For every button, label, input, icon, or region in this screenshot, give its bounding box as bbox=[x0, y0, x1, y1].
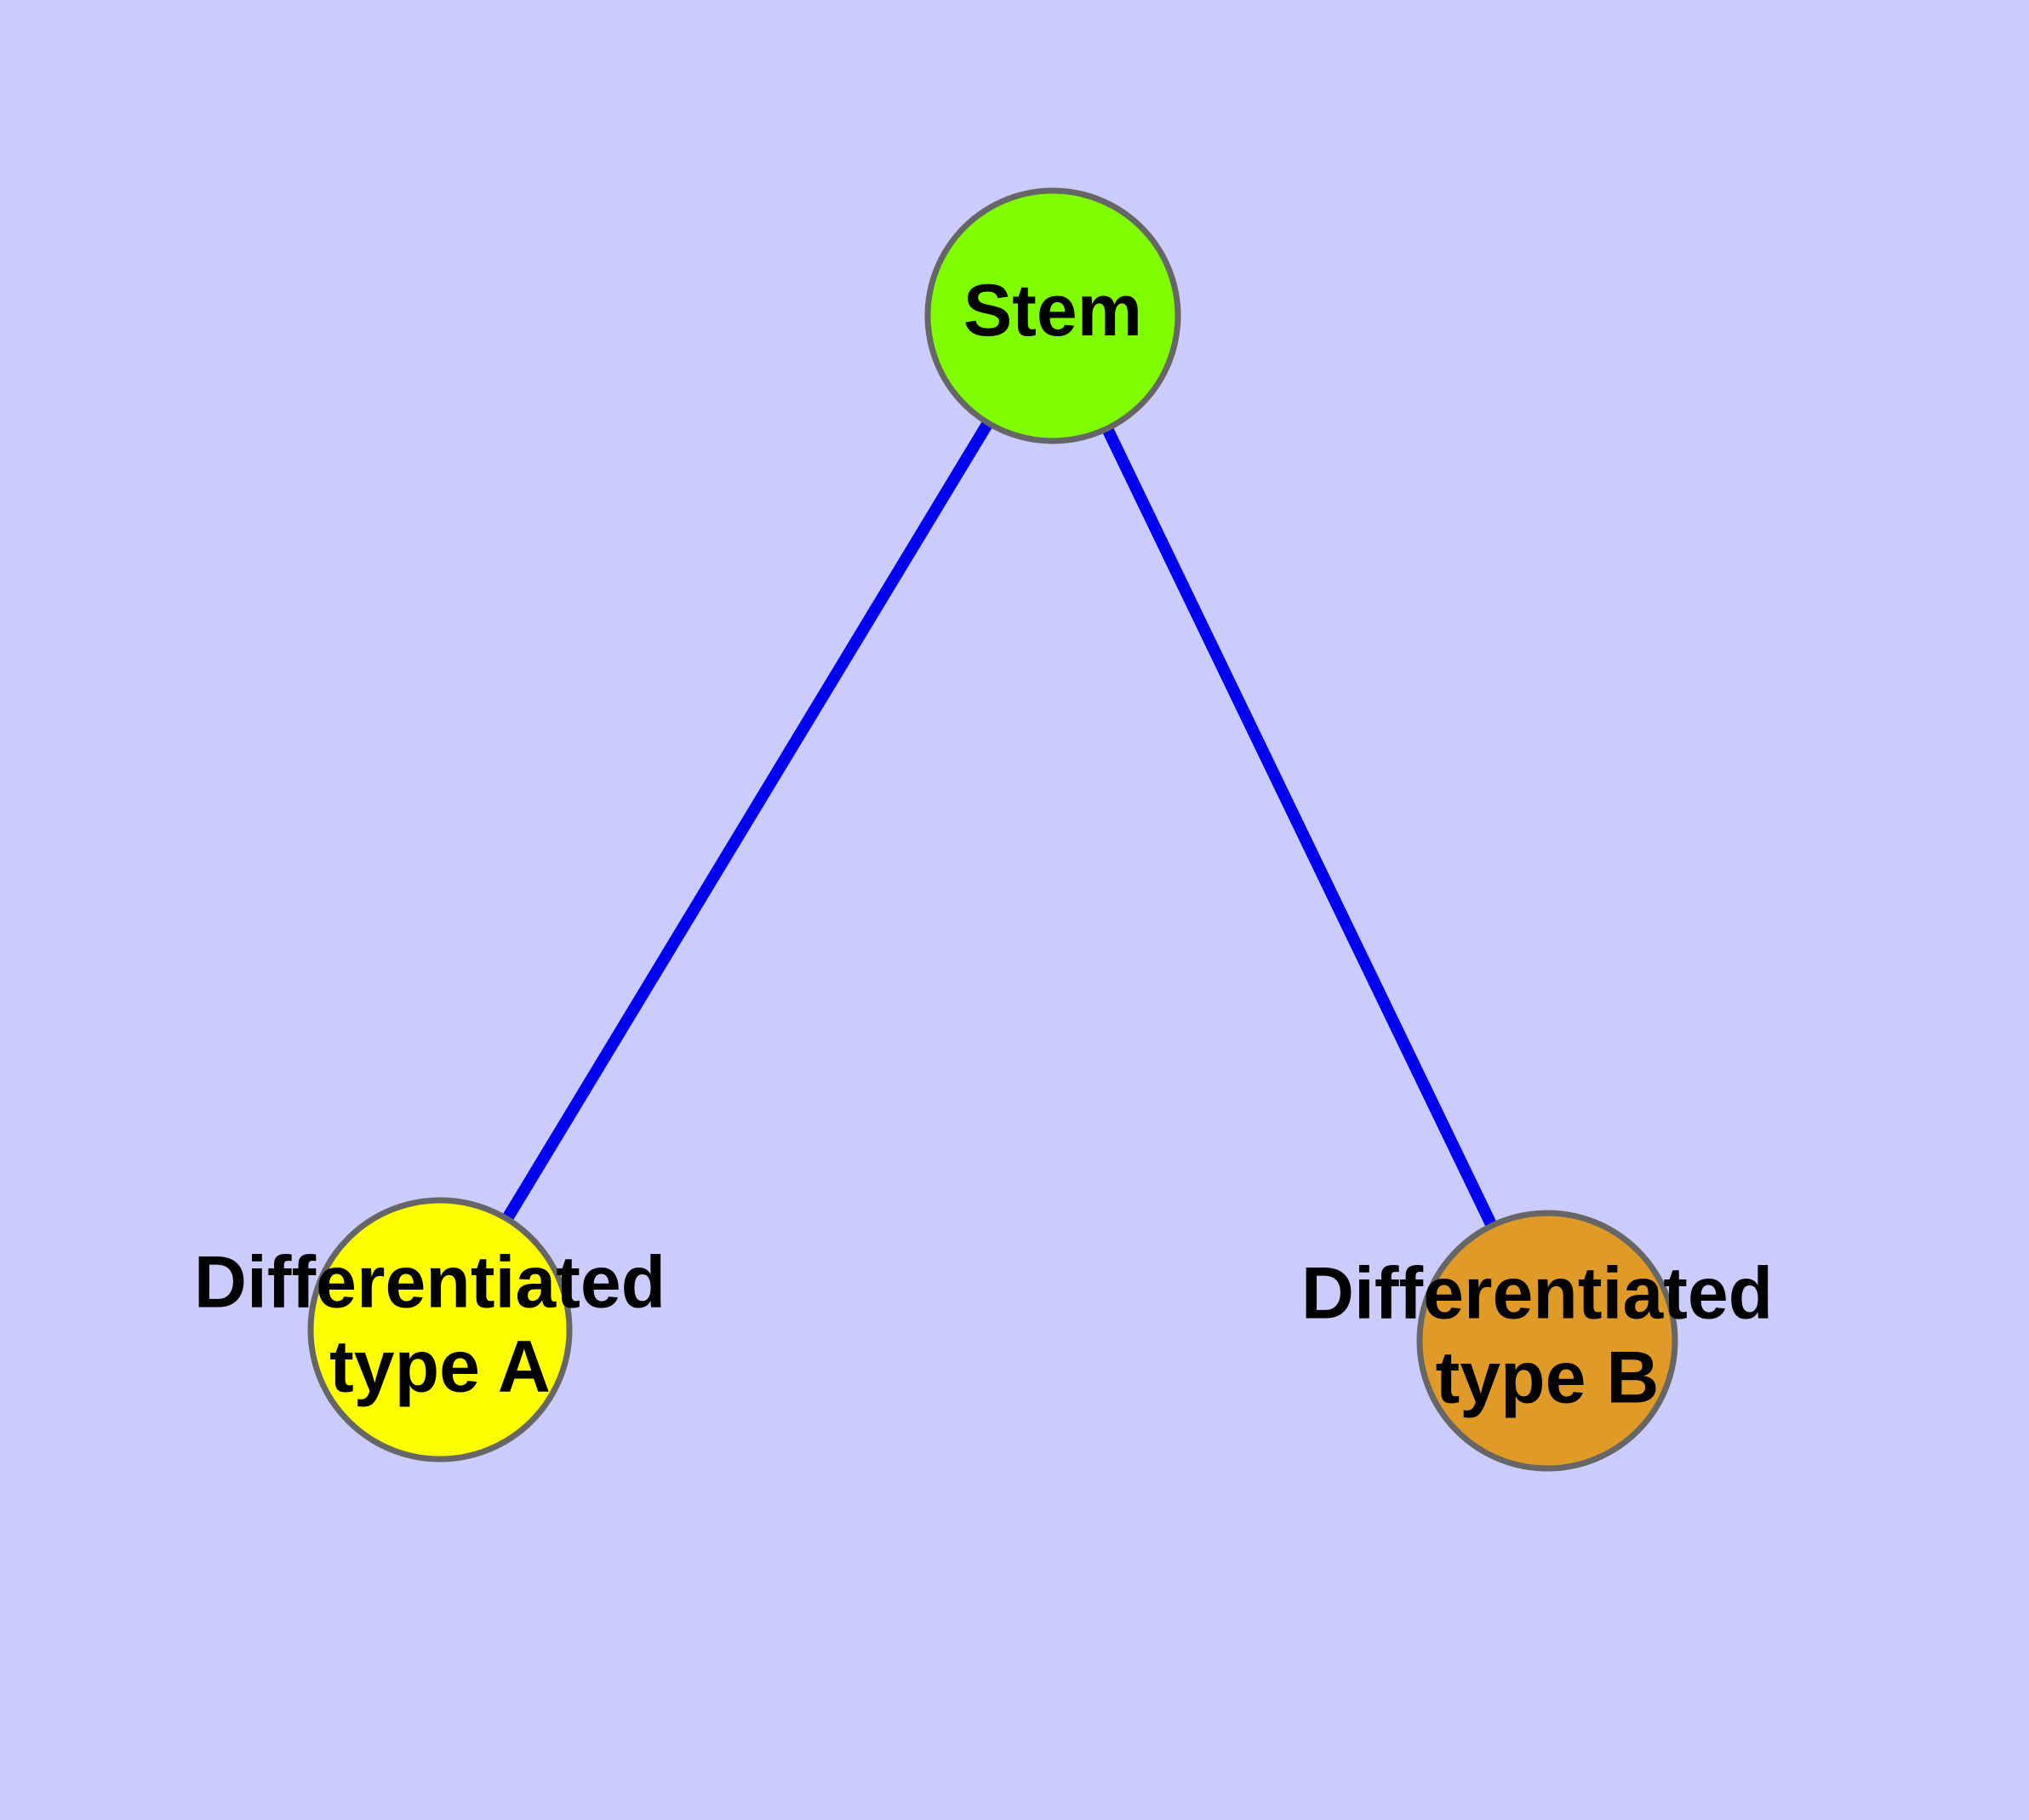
node-differentiated-type-b-circle[interactable] bbox=[1416, 1210, 1678, 1472]
node-differentiated-type-a-label-line2: type A bbox=[329, 1325, 551, 1407]
node-stem-circle[interactable] bbox=[924, 187, 1181, 444]
node-stem-label-line1: Stem bbox=[963, 270, 1142, 352]
node-differentiated-type-a-label-line1: Differentiated bbox=[194, 1241, 666, 1323]
node-differentiated-type-a-circle[interactable] bbox=[307, 1197, 573, 1462]
node-differentiated-type-b-label-line2: type B bbox=[1436, 1336, 1660, 1418]
node-differentiated-type-a-label: Differentiated type A bbox=[194, 1241, 686, 1407]
node-differentiated-type-b[interactable]: Differentiated type B bbox=[1301, 1210, 1793, 1472]
node-differentiated-type-b-label: Differentiated type B bbox=[1301, 1252, 1793, 1418]
node-stem-label: Stem bbox=[963, 270, 1142, 352]
node-stem[interactable]: Stem bbox=[924, 187, 1181, 444]
node-layer: Stem Differentiated type A Differentiate… bbox=[194, 187, 1793, 1472]
node-differentiated-type-a[interactable]: Differentiated type A bbox=[194, 1197, 686, 1462]
node-differentiated-type-b-label-line1: Differentiated bbox=[1301, 1252, 1773, 1334]
edge-layer bbox=[501, 420, 1498, 1228]
edge-stem-to-differentiated-type-a[interactable] bbox=[501, 420, 993, 1222]
edge-stem-to-differentiated-type-b[interactable] bbox=[1101, 426, 1498, 1228]
